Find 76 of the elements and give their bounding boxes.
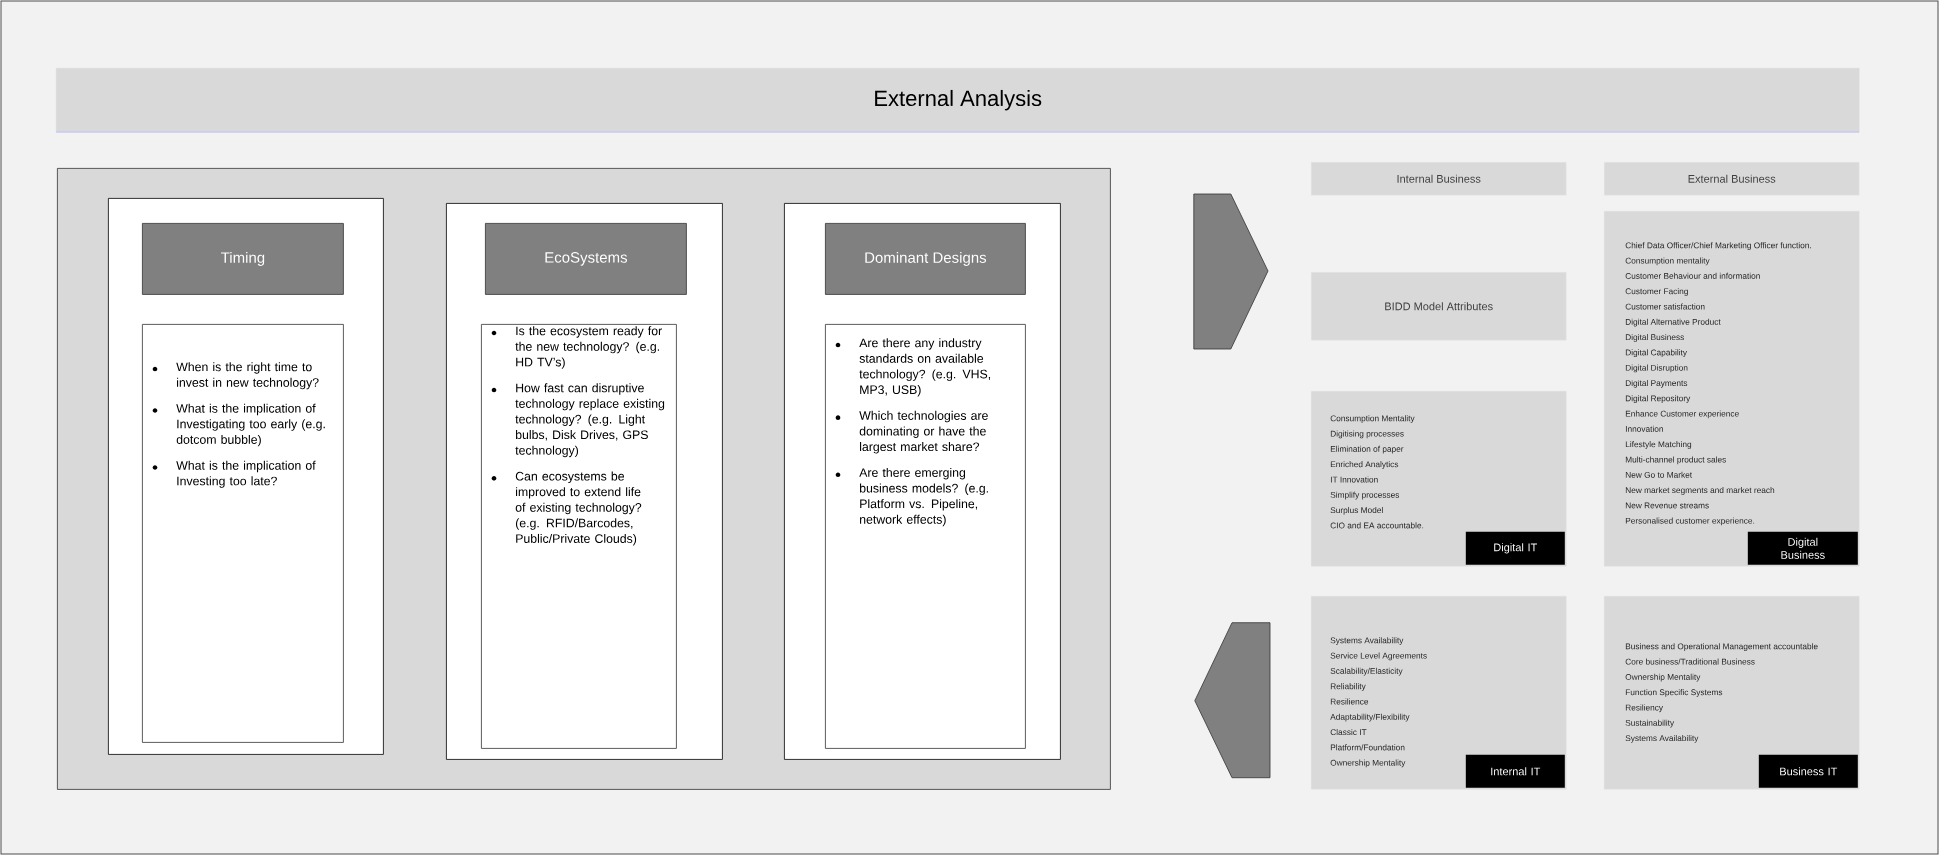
category-tag: Digital Business <box>1747 531 1858 565</box>
node-label: Consumption Mentality <box>1330 415 1415 423</box>
bullet-list-box <box>481 324 677 749</box>
node-label: Ownership Mentality <box>1330 759 1406 768</box>
category-tag: Digital IT <box>1465 531 1565 565</box>
heading-box: BIDD Model Attributes <box>1311 272 1567 341</box>
node-label: Consumption mentality <box>1625 257 1710 266</box>
node-label: Function Specific Systems <box>1625 689 1723 697</box>
node-label: Business and Operational Management accountable <box>1625 643 1818 651</box>
attribute-panel <box>1311 596 1567 790</box>
heading-box: External Business <box>1604 162 1860 196</box>
chevron-arrow <box>1194 622 1271 779</box>
node-label: Systems Availability <box>1625 735 1699 743</box>
node-label: Customer Facing <box>1625 288 1688 296</box>
node-label: Personalised customer experience. <box>1625 517 1755 526</box>
node-label: Core business/Traditional Business <box>1625 658 1755 665</box>
node-label: Scalability/Elasticity <box>1330 667 1403 676</box>
category-tag: Business IT <box>1758 754 1858 788</box>
node-label: Chief Data Officer/Chief Marketing Officer function. <box>1625 242 1811 250</box>
node-label: Adaptability/Flexibility <box>1330 713 1410 722</box>
node-label: Enhance Customer experience <box>1625 410 1739 419</box>
attribute-list: Systems Availability Service Level Agreements Scalability/Elasticity Reliability Resilience Adaptability/Flexibility Classic IT Platform/Foundation Ownership Mentality <box>1330 637 1427 768</box>
node-label: Service Level Agreements <box>1330 652 1427 661</box>
chevron-arrow <box>1193 193 1269 350</box>
node-label: Customer satisfaction <box>1625 303 1705 310</box>
node-label: Sustainability <box>1625 719 1675 728</box>
node-label: Customer Behaviour and information <box>1625 272 1760 279</box>
category-tag: Internal IT <box>1465 754 1565 788</box>
node-label: Platform/Foundation <box>1330 744 1405 751</box>
node-label: Simplify processes <box>1330 491 1400 500</box>
node-label: Digital Business <box>1625 334 1684 342</box>
node-label: CIO and EA accountable. <box>1330 522 1424 529</box>
node-label: IT Innovation <box>1330 476 1378 483</box>
node-label: Digital Payments <box>1625 379 1688 388</box>
bullet-item: When is the right time to invest in new technology? <box>176 362 319 390</box>
attribute-list: Business and Operational Management accountable Core business/Traditional Business Ownership Mentality Function Specific Systems Resiliency Sustainability Systems Availability <box>1625 643 1818 743</box>
node-label: Multi-channel product sales <box>1625 456 1726 465</box>
node-label: Digitising processes <box>1330 430 1404 439</box>
bullet-item: Can ecosystems be improved to extend life of existing technology? (e.g. RFID/Barcodes, Public/Private Clouds) <box>515 471 642 546</box>
node-label: Systems Availability <box>1330 637 1404 645</box>
heading-box: Timing <box>142 223 344 295</box>
node-label: Classic IT <box>1330 729 1367 736</box>
title-band: External Analysis <box>56 68 1860 133</box>
node-label: New Revenue streams <box>1625 502 1709 509</box>
bullet-item: Are there any industry standards on available technology? (e.g. VHS, MP3, USB) <box>859 338 991 397</box>
node-label: Digital Alternative Product <box>1625 318 1721 327</box>
heading-box: Internal Business <box>1311 162 1567 196</box>
node-label: Elimination of paper <box>1330 445 1404 454</box>
node-label: Reliability <box>1330 683 1366 691</box>
node-label: Innovation <box>1625 425 1663 432</box>
node-label: Resiliency <box>1625 704 1664 713</box>
node-label: Digital Disruption <box>1625 364 1688 373</box>
node-label: Lifestyle Matching <box>1625 441 1692 449</box>
attribute-list: Consumption Mentality Digitising processes Elimination of paper Enriched Analytics IT Innovation Simplify processes Surplus Model CIO and EA accountable. <box>1330 415 1424 529</box>
attribute-panel <box>1604 596 1860 790</box>
bullet-item: Are there emerging business models? (e.g. Platform vs. Pipeline, network effects) <box>859 467 988 527</box>
bullet-item: Which technologies are dominating or have the largest market share? <box>859 410 988 454</box>
node-label: New Go to Market <box>1625 471 1693 478</box>
node-label: Enriched Analytics <box>1330 461 1399 469</box>
bullet-item: What is the implication of Investing too late? <box>176 460 316 488</box>
attribute-list: Chief Data Officer/Chief Marketing Officer function. Consumption mentality Customer Behaviour and information Customer Facing Customer satisfaction Digital Alternative Product Digital Business Digital Capability Digital Disruption Digital Payments Digital Repository Enhance Customer experience Innovation Lifestyle Matching Multi-channel product sales New Go to Market New market segments and market reach New Revenue streams Personalised customer experience. <box>1625 242 1811 526</box>
node-label: New market segments and market reach <box>1625 487 1775 495</box>
node-label: Surplus Model <box>1330 507 1383 515</box>
node-label: Ownership Mentality <box>1625 673 1701 682</box>
node-label: Resilience <box>1330 698 1369 705</box>
node-label: Digital Capability <box>1625 349 1687 358</box>
bullet-item: How fast can disruptive technology replace existing technology? (e.g. Light bulbs, Disk Drives, GPS technology) <box>515 383 665 458</box>
attribute-panel <box>1311 391 1567 567</box>
bullet-item: Is the ecosystem ready for the new technology? (e.g. HD TV’s) <box>515 326 662 369</box>
node-label: Digital Repository <box>1625 395 1691 403</box>
heading-box: Dominant Designs <box>825 223 1026 295</box>
bullet-item: What is the implication of Investigating too early (e.g. dotcom bubble) <box>176 403 325 447</box>
heading-box: EcoSystems <box>485 223 687 295</box>
bullet-list-box <box>825 324 1026 749</box>
bullet-list-box <box>142 324 344 743</box>
attribute-panel <box>1604 211 1860 567</box>
